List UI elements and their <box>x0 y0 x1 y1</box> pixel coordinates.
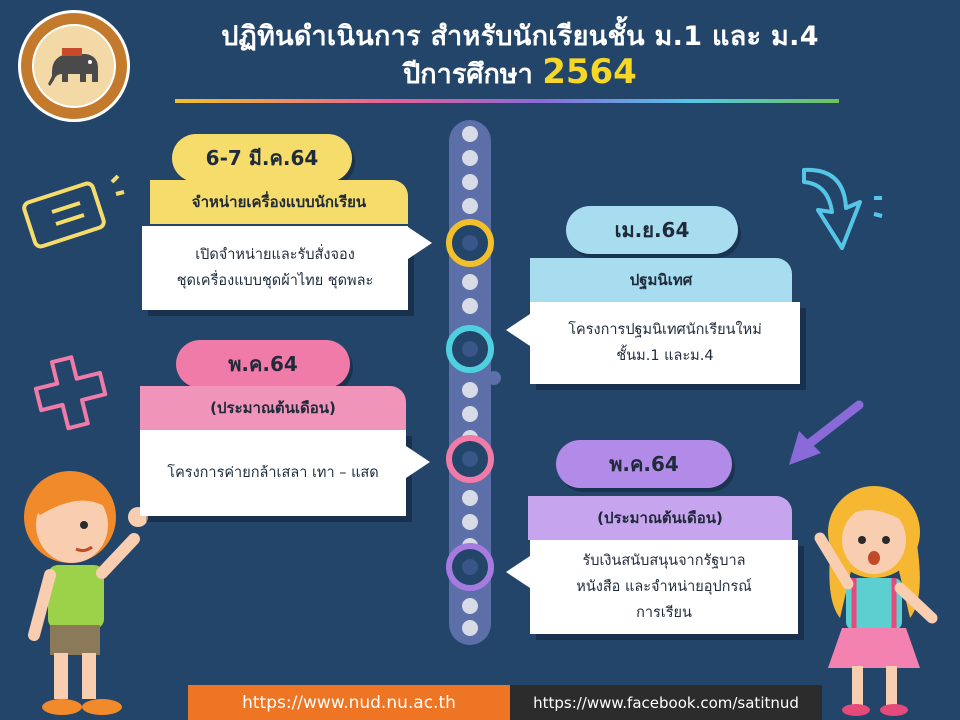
timeline-dot <box>462 174 478 190</box>
event-4-line-3: การเรียน <box>636 605 692 621</box>
timeline-dot <box>462 274 478 290</box>
timeline-dot <box>462 382 478 398</box>
event-1-line-2: ชุดเครื่องแบบชุดผ้าไทย ชุดพละ <box>176 273 374 289</box>
timeline-dot <box>462 298 478 314</box>
event-3-description: โครงการค่ายกล้าเสลา เทา – แสด <box>140 430 406 516</box>
event-4-description: รับเงินสนับสนุนจากรัฐบาล หนังสือ และจำหน… <box>530 540 798 634</box>
timeline-dot <box>462 620 478 636</box>
timeline-node-4 <box>446 543 494 591</box>
timeline-dot <box>462 514 478 530</box>
timeline-node-3 <box>446 435 494 483</box>
event-4-heading: (ประมาณต้นเดือน) <box>528 496 792 540</box>
event-3-heading: (ประมาณต้นเดือน) <box>140 386 406 430</box>
event-1-date: 6-7 มี.ค.64 <box>172 134 352 182</box>
timeline-node-2 <box>446 325 494 373</box>
event-2-description: โครงการปฐมนิเทศนักเรียนใหม่ ชั้นม.1 และม… <box>530 302 800 384</box>
event-4-pointer <box>506 556 530 588</box>
timeline-dot <box>462 490 478 506</box>
event-4-line-2: หนังสือ และจำหน่ายอุปกรณ์ <box>576 579 752 595</box>
page-title: ปฏิทินดำเนินการ สำหรับนักเรียนชั้น ม.1 แ… <box>221 21 819 52</box>
girl-illustration <box>814 486 938 716</box>
event-1-heading: จำหน่ายเครื่องแบบนักเรียน <box>150 180 408 224</box>
plus-doodle-icon <box>33 355 108 431</box>
timeline-dot <box>462 126 478 142</box>
event-1-pointer <box>408 227 432 259</box>
timeline-dot <box>462 406 478 422</box>
event-4-line-1: รับเงินสนับสนุนจากรัฐบาล <box>582 553 746 569</box>
down-left-arrow-icon <box>789 400 864 465</box>
curved-arrow-doodle-icon <box>802 167 883 250</box>
elephant-emblem-icon <box>32 24 116 108</box>
title-underline <box>175 99 839 103</box>
event-4-date: พ.ค.64 <box>556 440 732 488</box>
timeline-node-1 <box>446 219 494 267</box>
boy-illustration <box>24 471 148 715</box>
academic-year-line: ปีการศึกษา 2564 <box>150 52 890 95</box>
website-link[interactable]: https://www.nud.nu.ac.th <box>188 685 510 720</box>
event-1-description: เปิดจำหน่ายและรับสั่งจอง ชุดเครื่องแบบชุ… <box>142 226 408 310</box>
event-3-line-1: โครงการค่ายกล้าเสลา เทา – แสด <box>167 465 379 481</box>
event-2-pointer <box>506 314 530 346</box>
timeline-dot <box>462 150 478 166</box>
school-logo <box>18 10 130 122</box>
academic-year-value: 2564 <box>542 52 637 92</box>
event-3-pointer <box>406 446 430 478</box>
event-2-line-1: โครงการปฐมนิเทศนักเรียนใหม่ <box>568 322 762 338</box>
timeline-dot <box>462 198 478 214</box>
event-2-date: เม.ย.64 <box>566 206 738 254</box>
facebook-link[interactable]: https://www.facebook.com/satitnud <box>510 685 822 720</box>
timeline-track <box>446 120 494 645</box>
academic-year-label: ปีการศึกษา <box>403 59 533 90</box>
event-2-heading: ปฐมนิเทศ <box>530 258 792 302</box>
event-1-line-1: เปิดจำหน่ายและรับสั่งจอง <box>195 247 355 263</box>
ticket-doodle-icon <box>22 174 125 249</box>
event-3-date: พ.ค.64 <box>176 340 350 388</box>
timeline-dot <box>462 598 478 614</box>
event-2-line-2: ชั้นม.1 และม.4 <box>616 348 714 364</box>
